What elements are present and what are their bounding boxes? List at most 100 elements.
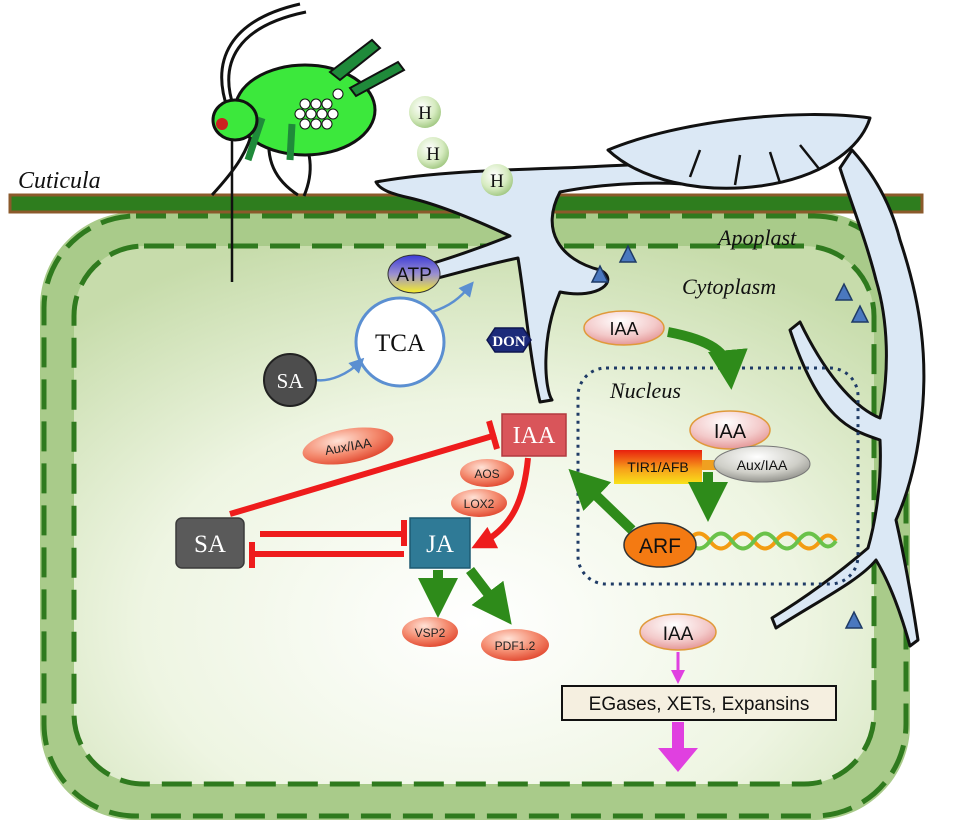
- lox2-oval: [451, 489, 507, 517]
- apoplast-label: Apoplast: [716, 225, 797, 250]
- lox2-label: LOX2: [464, 497, 495, 511]
- vsp2-oval: [402, 617, 458, 647]
- aux-iaa-nucleus-oval: [713, 445, 811, 483]
- embryo: [294, 108, 306, 120]
- pdf12-label: PDF1.2: [495, 639, 536, 653]
- tca-circle: [354, 296, 446, 388]
- dna-strand: [686, 531, 838, 551]
- embryo: [310, 118, 322, 130]
- h-droplet: [481, 164, 513, 196]
- sa-circle-label: SA: [277, 369, 305, 393]
- embryo: [327, 108, 339, 120]
- cytoplasm-label: Cytoplasm: [682, 274, 776, 299]
- aos-label: AOS: [474, 467, 499, 481]
- aphid-head: [211, 98, 259, 142]
- don-toxin: DON: [486, 327, 532, 353]
- tir1-afb-box: [614, 450, 702, 484]
- inhibit-bar: [486, 420, 500, 450]
- iaa-lower-label: IAA: [663, 624, 694, 645]
- embryo: [321, 98, 333, 110]
- iaa-to-ja-arrow: [471, 457, 531, 549]
- iaa-nucleus-oval: [689, 410, 771, 450]
- aphid-antenna: [227, 10, 307, 109]
- iaa-cytoplasm-oval: [583, 310, 665, 346]
- hypha-spore-lines: [688, 144, 821, 186]
- dna-helix: [686, 531, 838, 551]
- sa-circle: [263, 353, 317, 407]
- tca-to-atp-arrow: [431, 281, 474, 314]
- sa-ja-mutual-inhibition: [249, 520, 407, 568]
- aphid: [210, 2, 406, 282]
- aux-iaa-nucleus-label: Aux/IAA: [737, 457, 788, 473]
- atp-oval: [387, 254, 441, 294]
- h-label: H: [418, 103, 432, 124]
- embryo: [321, 118, 333, 130]
- don-hexagon: [486, 327, 532, 353]
- aphid-leg-green: [244, 116, 266, 162]
- ja-box: [409, 517, 471, 569]
- aphid-siphunculus: [348, 60, 406, 98]
- embryo: [305, 108, 317, 120]
- triangle-marker: [850, 304, 870, 323]
- enzymes-output-arrow-shaft: [672, 722, 684, 750]
- aphid-antenna: [220, 2, 301, 111]
- triangle-marker: [590, 264, 610, 283]
- iaa-main-label: IAA: [513, 423, 556, 449]
- enzymes-box: [561, 685, 837, 721]
- inhibit-line: [229, 432, 497, 517]
- ja-box-label: JA: [426, 531, 454, 558]
- sa-box-label: SA: [194, 531, 226, 558]
- embryo: [299, 118, 311, 130]
- triangle-marker: [618, 244, 638, 263]
- iaa-to-enzymes-arrowhead: [671, 670, 685, 684]
- tir1-afb-label: TIR1/AFB: [627, 459, 688, 475]
- atp-label: ATP: [396, 265, 432, 286]
- vsp2-label: VSP2: [415, 626, 446, 640]
- arf-label: ARF: [639, 535, 681, 558]
- iaa-nucleus-label: IAA: [714, 421, 747, 443]
- embryo: [299, 98, 311, 110]
- arf-to-iaa-arrow: [568, 468, 636, 534]
- cuticula-label: Cuticula: [18, 168, 101, 194]
- hypha-right: [770, 148, 926, 648]
- fungal-hyphae: [374, 113, 926, 648]
- ja-to-pdf12-arrow: [466, 566, 512, 625]
- h-label: H: [426, 144, 440, 165]
- dna-strand: [686, 531, 838, 551]
- iaa-cytoplasm-label: IAA: [609, 319, 638, 339]
- embryo: [310, 98, 322, 110]
- iaa-main-box: [501, 413, 567, 457]
- sa-to-tca-arrow: [315, 357, 365, 382]
- tir1-connector: [702, 460, 716, 470]
- tca-cycle: TCA ATP SA: [263, 254, 474, 407]
- aphid-leg-green: [286, 123, 296, 161]
- h-droplet: [417, 137, 449, 169]
- aphid-embryos: [294, 88, 344, 130]
- aux-iaa-left-oval: [302, 427, 394, 465]
- enzymes-label: EGases, XETs, Expansins: [589, 694, 810, 715]
- effector-markers: [590, 244, 870, 629]
- pdf12-oval: [481, 629, 549, 661]
- tca-label: TCA: [375, 330, 425, 357]
- honeydew-droplets: H H H: [409, 96, 513, 196]
- aos-oval: [460, 459, 514, 487]
- h-droplet: [409, 96, 441, 128]
- aphid-eye: [216, 118, 228, 130]
- don-label: DON: [492, 334, 526, 350]
- iaa-import-arrow: [667, 327, 748, 390]
- iaa-lower-oval: [639, 613, 717, 651]
- nucleus-label: Nucleus: [609, 378, 681, 403]
- sa-inhibits-iaa: [229, 420, 500, 517]
- embryo: [332, 88, 344, 100]
- arf-oval: [623, 522, 697, 568]
- aphid-siphunculus: [328, 38, 382, 82]
- triangle-marker: [844, 610, 864, 629]
- h-label: H: [490, 171, 504, 192]
- sa-box: [175, 517, 245, 569]
- embryo: [316, 108, 328, 120]
- triangle-marker: [834, 282, 854, 301]
- enzymes-output-arrowhead: [658, 748, 698, 772]
- hypha-spore: [606, 113, 872, 190]
